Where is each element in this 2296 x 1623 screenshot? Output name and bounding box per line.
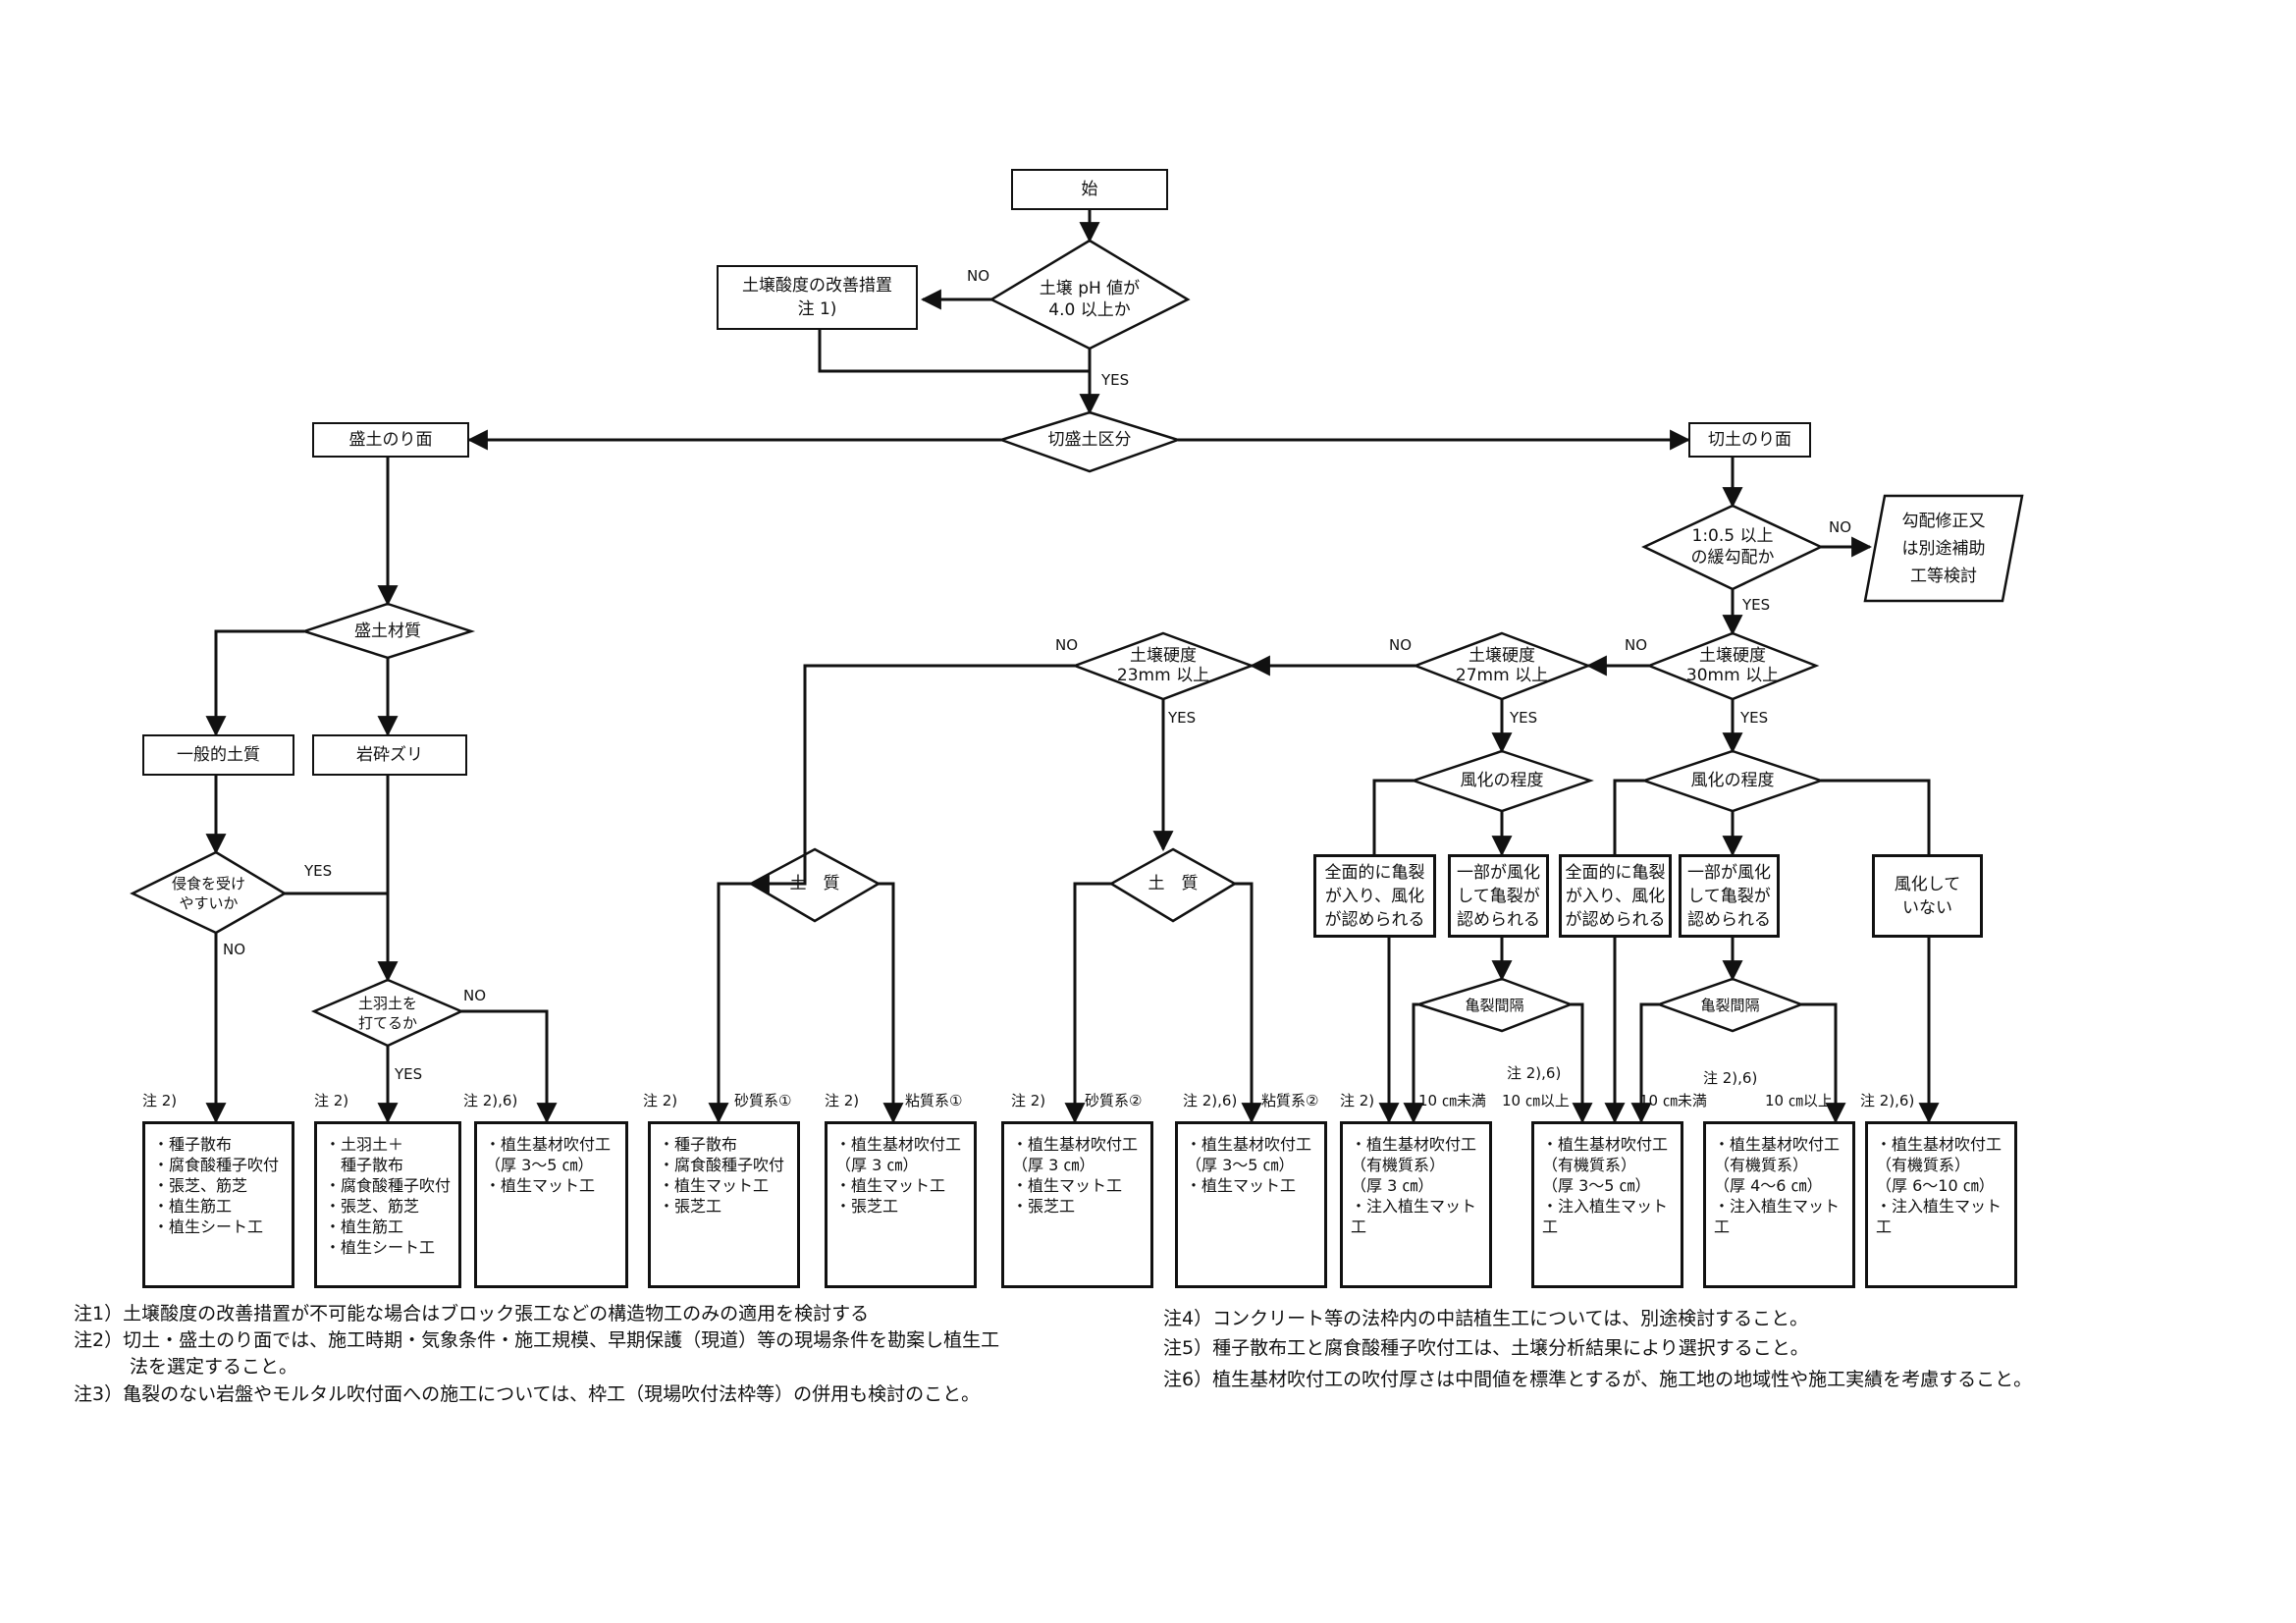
result-box-organic46: ・植生基材吹付工 （有機質系） （厚 4～6 ㎝） ・注入植生マット工 <box>1703 1121 1855 1288</box>
weathering-decision-text-b: 風化の程度 <box>1690 771 1775 790</box>
leaf-crack-label: 10 ㎝以上 <box>1765 1092 1833 1109</box>
result-box-clay2: ・植生基材吹付工 （厚 3～5 ㎝） ・植生マット工 <box>1175 1121 1327 1288</box>
leaf-note-label: 注 2),6) <box>1703 1069 1758 1087</box>
partial-crack-box-b: 一部が風化 して亀裂が 認められる <box>1679 854 1780 938</box>
result-box-topsoil: ・土羽土＋ 種子散布 ・腐食酸種子吹付 ・張芝、筋芝 ・植生筋工 ・植生シート工 <box>314 1121 461 1288</box>
hardness23-yes-label: YES <box>1168 709 1197 727</box>
general-soil-box: 一般的土質 <box>142 734 294 776</box>
footnote-2: 注2）切土・盛土のり面では、施工時期・気象条件・施工規模、早期保護（現道）等の現… <box>74 1329 1000 1378</box>
leaf-crack-label: 10 ㎝未満 <box>1418 1092 1486 1109</box>
rock-debris-box: 岩砕ズリ <box>312 734 467 776</box>
partial-crack-box-a: 一部が風化 して亀裂が 認められる <box>1448 854 1549 938</box>
erosion-no-label: NO <box>223 941 246 958</box>
leaf-note-label: 注 2) <box>1340 1092 1375 1109</box>
leaf-type-label: 砂質系① <box>734 1092 792 1109</box>
gradient-fix-text: 勾配修正又 は別途補助 工等検討 <box>1901 512 1986 586</box>
erosion-yes-label: YES <box>304 862 333 880</box>
hardness23-no-label: NO <box>1055 636 1079 654</box>
full-crack-box-b: 全面的に亀裂 が入り、風化 が認められる <box>1559 854 1672 938</box>
footnote-3: 注3）亀裂のない岩盤やモルタル吹付面への施工については、枠工（現場吹付法枠等）の… <box>74 1383 981 1405</box>
crack-interval-decision-diamond-b <box>1655 977 1805 1033</box>
full-crack-box-a: 全面的に亀裂 が入り、風化 が認められる <box>1313 854 1436 938</box>
leaf-crack-label: 10 ㎝以上 <box>1502 1092 1570 1109</box>
gradient-no-label: NO <box>1829 518 1852 536</box>
ph-decision-text: 土壌 pH 値が 4.0 以上か <box>1039 279 1141 320</box>
soil-decision-diamond-a <box>748 847 881 923</box>
footnote-6: 注6）植生基材吹付工の吹付厚さは中間値を標準とするが、施工地の地域性や施工実績を… <box>1163 1369 2033 1390</box>
topsoil-no-label: NO <box>463 987 487 1004</box>
crack-interval-text-a: 亀裂間隔 <box>1465 997 1524 1014</box>
leaf-note-label: 注 2) <box>643 1092 678 1109</box>
leaf-note-label: 注 2),6) <box>1183 1092 1238 1109</box>
topsoil-decision-text: 土羽土を 打てるか <box>357 995 417 1032</box>
result-box-rock: ・植生基材吹付工 （厚 3～5 ㎝） ・植生マット工 <box>474 1121 628 1288</box>
footnote-1: 注1）土壌酸度の改善措置が不可能な場合はブロック張工などの構造物工のみの適用を検… <box>74 1303 870 1325</box>
ph-yes-label: YES <box>1101 371 1130 389</box>
leaf-note-label: 注 2),6) <box>1507 1064 1562 1082</box>
crack-interval-text-b: 亀裂間隔 <box>1700 997 1760 1014</box>
leaf-note-label: 注 2) <box>142 1092 178 1109</box>
hardness23-decision-text: 土壌硬度 23mm 以上 <box>1116 646 1210 685</box>
hardness30-yes-label: YES <box>1740 709 1769 727</box>
leaf-note-label: 注 2),6) <box>1860 1092 1915 1109</box>
result-box-organic35: ・植生基材吹付工 （有機質系） （厚 3～5 ㎝） ・注入植生マット工 <box>1531 1121 1683 1288</box>
gradient-yes-label: YES <box>1742 596 1771 614</box>
cutfill-decision-text: 切盛土区分 <box>1047 430 1132 450</box>
hardness30-decision-text: 土壌硬度 30mm 以上 <box>1685 646 1780 685</box>
leaf-type-label: 粘質系② <box>1261 1092 1319 1109</box>
leaf-crack-label: 10 ㎝未満 <box>1639 1092 1707 1109</box>
crack-interval-decision-diamond-a <box>1414 977 1575 1033</box>
cut-slope-box: 切土のり面 <box>1688 422 1811 458</box>
result-box-organic610: ・植生基材吹付工 （有機質系） （厚 6～10 ㎝） ・注入植生マット工 <box>1865 1121 2017 1288</box>
leaf-type-label: 砂質系② <box>1085 1092 1143 1109</box>
footnote-5: 注5）種子散布工と腐食酸種子吹付工は、土壌分析結果により選択すること。 <box>1163 1337 1809 1359</box>
soil-decision-text-b: 土 質 <box>1148 874 1199 893</box>
soil-decision-diamond-b <box>1108 847 1238 923</box>
not-weathered-box: 風化して いない <box>1872 854 1983 938</box>
gradient-fix-parallelogram <box>1863 494 2024 603</box>
footnote-4: 注4）コンクリート等の法枠内の中詰植生工については、別途検討すること。 <box>1163 1308 1809 1329</box>
ph-no-label: NO <box>967 267 990 285</box>
leaf-type-label: 粘質系① <box>905 1092 963 1109</box>
fill-material-decision-text: 盛土材質 <box>354 622 421 641</box>
result-box-organic3: ・植生基材吹付工 （有機質系） （厚 3 ㎝） ・注入植生マット工 <box>1340 1121 1492 1288</box>
hardness27-no-label: NO <box>1389 636 1413 654</box>
result-box-clay1: ・植生基材吹付工 （厚 3 ㎝） ・植生マット工 ・張芝工 <box>825 1121 977 1288</box>
start-box: 始 <box>1011 169 1168 210</box>
leaf-note-label: 注 2) <box>1011 1092 1046 1109</box>
erosion-decision-text: 侵食を受け やすいか <box>171 875 245 912</box>
fill-slope-box: 盛土のり面 <box>312 422 469 458</box>
result-box-sandy2: ・植生基材吹付工 （厚 3 ㎝） ・植生マット工 ・張芝工 <box>1001 1121 1153 1288</box>
weathering-decision-text-a: 風化の程度 <box>1460 771 1544 790</box>
soil-decision-text-a: 土 質 <box>789 874 840 893</box>
result-box-sandy1: ・種子散布 ・腐食酸種子吹付 ・植生マット工 ・張芝工 <box>648 1121 800 1288</box>
hardness27-decision-text: 土壌硬度 27mm 以上 <box>1455 646 1549 685</box>
result-box-general: ・種子散布 ・腐食酸種子吹付 ・張芝、筋芝 ・植生筋工 ・植生シート工 <box>142 1121 294 1288</box>
gradient-decision-text: 1:0.5 以上 の緩勾配か <box>1690 526 1775 568</box>
hardness30-no-label: NO <box>1625 636 1648 654</box>
acidity-box: 土壌酸度の改善措置 注 1) <box>717 265 918 330</box>
leaf-note-label: 注 2) <box>825 1092 860 1109</box>
leaf-note-label: 注 2),6) <box>463 1092 518 1109</box>
cutfill-decision-diamond <box>997 410 1182 473</box>
topsoil-yes-label: YES <box>395 1065 423 1083</box>
hardness27-yes-label: YES <box>1510 709 1538 727</box>
leaf-note-label: 注 2) <box>314 1092 349 1109</box>
